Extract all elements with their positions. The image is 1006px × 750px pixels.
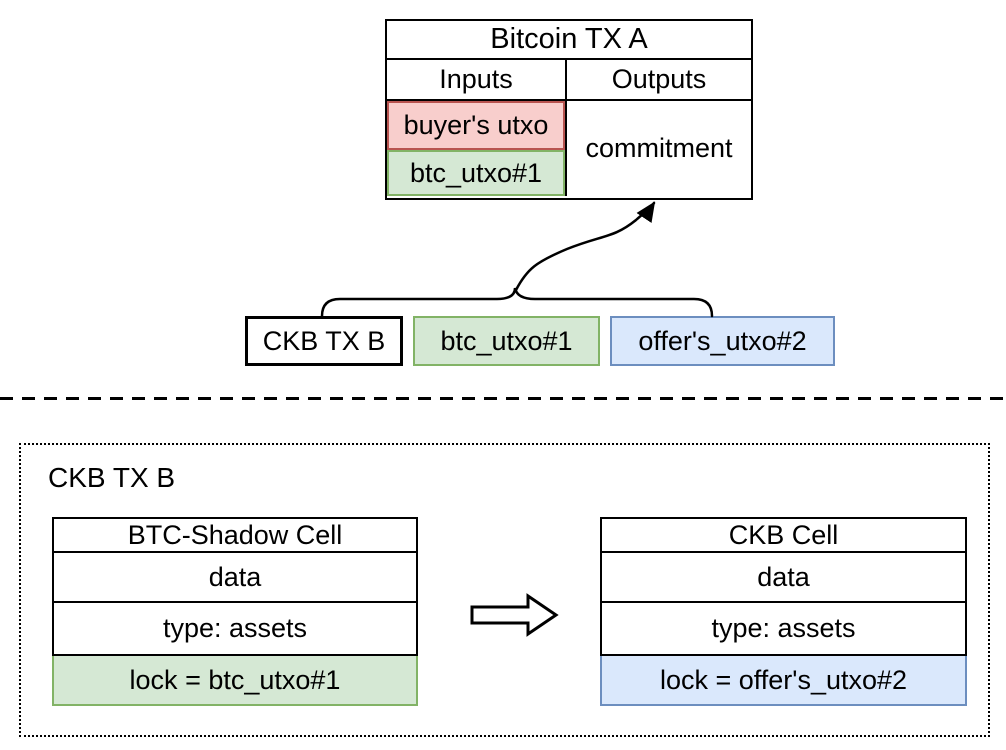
offers-utxo2-box: offer's_utxo#2 <box>610 316 835 366</box>
btc-shadow-cell-table: BTC-Shadow Cell data type: assets lock =… <box>52 517 418 706</box>
ckb-cell-table: CKB Cell data type: assets lock = offer'… <box>600 517 967 706</box>
btc-utxo1-cell: btc_utxo#1 <box>387 150 565 196</box>
ckb-tx-b-box: CKB TX B <box>245 316 403 366</box>
shadow-type-row: type: assets <box>162 613 308 643</box>
ckb-data-row: data <box>602 553 965 603</box>
ckb-tx-b-label: CKB TX B <box>48 462 176 493</box>
ckb-cell-title: CKB Cell <box>602 519 965 553</box>
commitment-cell: commitment <box>585 133 733 163</box>
bitcoin-tx-a-table: Bitcoin TX A Inputs buyer's utxo btc_utx… <box>385 19 753 200</box>
inputs-header: Inputs <box>387 60 565 101</box>
ckb-lock-row: lock = offer's_utxo#2 <box>600 656 967 706</box>
shadow-lock-row: lock = btc_utxo#1 <box>52 656 418 706</box>
grouping-brace <box>320 287 714 318</box>
ckb-type-row: type: assets <box>711 613 856 643</box>
commitment-arrow <box>514 201 656 292</box>
shadow-data-row: data <box>54 553 416 603</box>
btc-shadow-cell-title: BTC-Shadow Cell <box>54 519 416 553</box>
outputs-column: Outputs commitment <box>567 60 751 196</box>
btc-utxo1-box: btc_utxo#1 <box>413 316 600 366</box>
dashed-divider <box>0 397 1006 400</box>
inputs-column: Inputs buyer's utxo btc_utxo#1 <box>387 60 567 196</box>
bitcoin-tx-a-title: Bitcoin TX A <box>387 21 751 60</box>
buyers-utxo-cell: buyer's utxo <box>387 101 565 150</box>
outputs-header: Outputs <box>567 60 751 101</box>
